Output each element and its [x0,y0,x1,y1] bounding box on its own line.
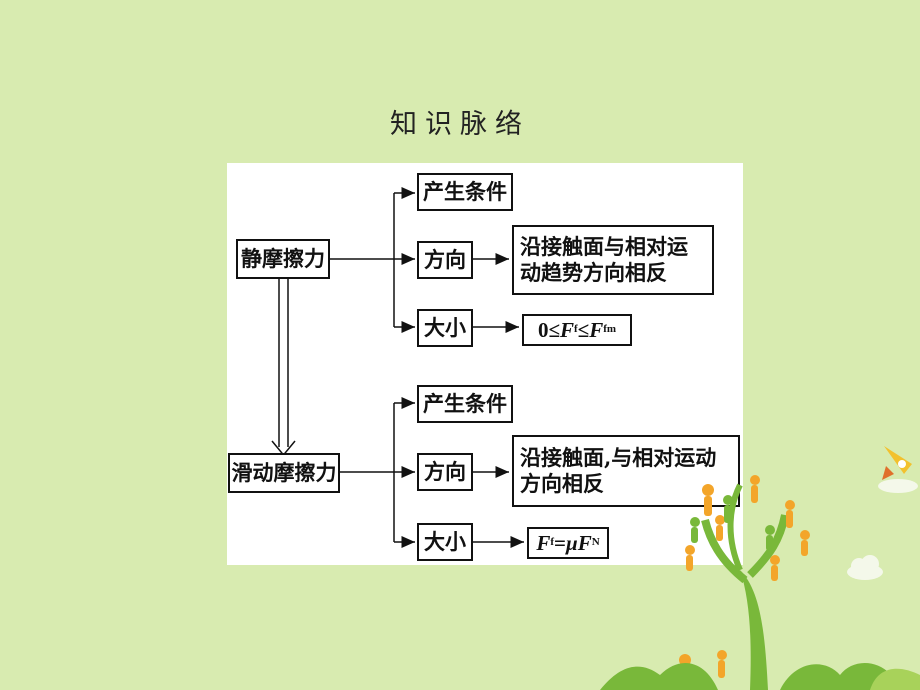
static-formula-f1: F [559,317,574,342]
static-magnitude-box: 大小 [417,309,473,347]
static-friction-box: 静摩擦力 [236,239,330,279]
static-direction-box: 方向 [417,241,473,279]
people-silhouettes-icon [679,475,810,686]
sliding-formula-mu: μ [566,530,578,555]
sliding-formula-f2: F [577,530,592,555]
grass-left-icon [600,663,718,690]
tree-trunk-icon [740,570,768,690]
sliding-formula-s2: N [591,536,600,549]
static-formula-s1: f [574,323,578,336]
tree-illustration-icon [600,475,920,690]
sliding-direction-box: 方向 [417,453,473,491]
static-formula-op: ≤ [577,317,590,342]
sliding-direction-desc-box: 沿接触面,与相对运动方向相反 [512,435,740,507]
static-direction-desc-box: 沿接触面与相对运动趋势方向相反 [512,225,714,295]
rocket-icon [878,446,918,493]
sliding-formula-f1: F [536,530,551,555]
static-formula-f2: F [589,317,604,342]
sliding-condition-box: 产生条件 [417,385,513,423]
grass-right-icon [780,663,900,690]
static-formula-lhs: 0≤ [537,317,560,342]
sliding-formula-eq: = [554,530,566,555]
sliding-magnitude-box: 大小 [417,523,473,561]
sliding-friction-box: 滑动摩擦力 [228,453,340,493]
static-formula-s2: fm [603,323,617,336]
sliding-formula-s1: f [550,536,555,549]
cloud-icon [847,555,883,580]
slide-title: 知识脉络 [390,109,530,140]
static-condition-box: 产生条件 [417,173,513,211]
